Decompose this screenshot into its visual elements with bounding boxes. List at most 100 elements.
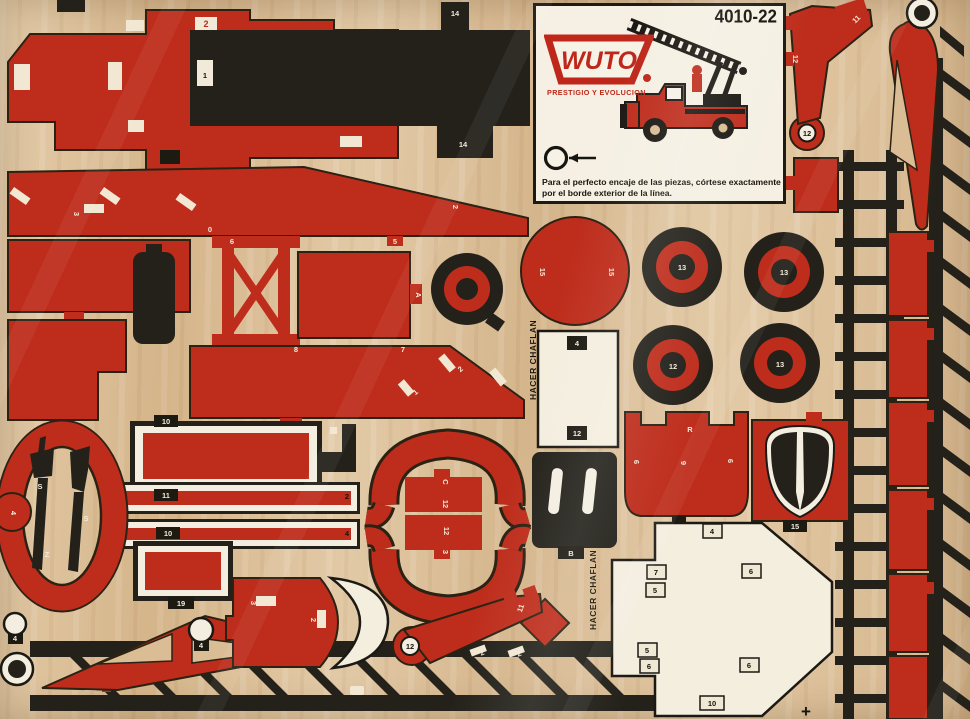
chassis-slot [14,64,30,90]
panel-tab [387,236,403,246]
cab-outline [225,577,340,668]
ladder-rung [943,446,970,477]
body-stripe [685,109,745,114]
piece-number-label: 15 [607,268,616,276]
ladder-tower-piece [212,236,300,356]
panel-outline [297,251,411,339]
mid-tab [434,550,450,559]
label-box [783,520,807,532]
lens-disc [187,616,215,644]
slot [99,186,121,206]
tower-post [278,242,290,346]
mid-rect [405,515,482,550]
cab-back-piece [225,577,340,668]
piece-number-label: 12 [406,642,414,651]
piece-number-label: 10 [164,529,172,538]
ladder-rung [943,681,970,712]
hub [660,352,686,378]
ladder-rung [943,70,970,101]
piece-number-label: 11 [850,13,862,25]
black-panel [190,30,530,126]
red-strip-piece [887,401,929,487]
ladder-rung [943,540,970,571]
wheel-large-3 [633,325,713,405]
cut-line-icon [543,145,596,171]
cutting-instructions: Para el perfecto encaje de las piezas, c… [542,177,781,198]
model-number: 4010-22 [714,6,777,27]
slot [397,379,415,397]
bench-dot [330,427,337,434]
piece-number-label: 10 [708,699,716,708]
slot [438,353,456,373]
truck-grille [620,104,627,128]
fire-truck-illustration [620,17,748,142]
label-box [646,564,667,580]
edge-black-tab [57,0,85,12]
bevel-note-2: HACER CHAFLAN [588,550,598,630]
radiator-shield-piece [751,412,850,522]
piece-number-label: 4 [345,529,350,538]
label-circle [400,636,420,656]
small-panel-tab [786,176,795,190]
piece-number-label: 4 [13,634,18,643]
ladder-rung [835,200,904,209]
wheel-number-label: 12 [669,362,677,371]
truck-ladder-rungs [627,20,741,72]
truck-window [665,86,683,101]
piece-number-label: R [687,425,693,434]
piece-number-label: 3 [249,601,258,605]
axe-head-cutout [30,448,54,478]
piece-number-label: 2 [451,205,460,209]
ladder-rung [940,26,964,57]
wheel-tab [485,312,505,332]
ladder-rung [835,504,904,513]
chassis-top-piece [7,2,530,173]
label-box [739,657,760,673]
truck-hub [718,123,728,133]
piece-number-label: 19 [177,599,185,608]
red-strip-piece [887,231,929,317]
piece-number-label: 2 [479,648,486,658]
piece-number-label: 11 [515,603,526,614]
logo-dot [643,74,651,82]
ladder-rung [835,352,904,361]
ladder-rung [835,466,904,475]
wheel-number-label: 13 [776,360,784,369]
hub [771,259,797,285]
tower-tab [224,236,240,246]
ladder-rung [943,634,970,665]
red-strip-piece [887,573,929,653]
piece-number-label: 7 [401,345,405,354]
band-outline [189,345,525,419]
ladder-rung [943,211,970,242]
ladder-support-top-piece [782,0,874,151]
ladder-rung [943,352,970,383]
pick-head-cutout [70,446,90,492]
fender-middle-rects [405,469,482,559]
ladder-rung [462,657,512,695]
cab-slot [317,610,326,628]
label-box [154,415,178,427]
ladder-rung [835,618,904,627]
seat-slot [582,468,597,515]
wheel-large-2 [744,232,824,312]
registration-mark: + [801,702,811,719]
piece-number-label: 6 [749,567,753,576]
pulley-hub [914,5,930,21]
ring-outline-outer [0,419,129,613]
mid-tab [434,469,450,478]
window-panel-b [133,541,233,601]
piece-number-label: 2 [456,364,465,374]
piece-number-label: 8 [294,345,298,354]
circle-tab [8,633,23,644]
brand-tagline: PRESTIGIO Y EVOLUCION [547,88,646,97]
red-band-piece [189,345,525,428]
strip-tab [926,240,934,252]
piece-number-label: 6 [230,237,234,246]
edge-ladder-piece [929,26,970,719]
turntable [703,94,741,108]
seat-tab [558,546,584,559]
slot [489,367,507,387]
tower-post [222,242,234,346]
